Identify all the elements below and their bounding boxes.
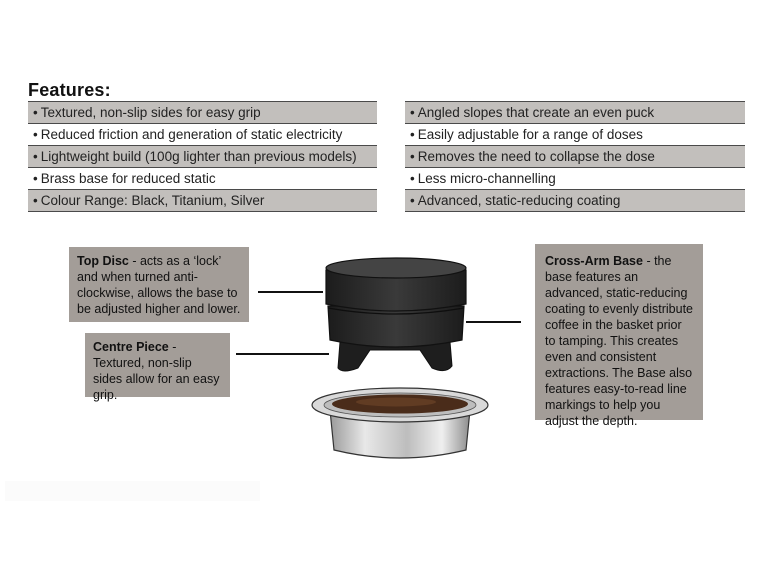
bullet: • (410, 127, 415, 142)
bullet: • (410, 193, 415, 208)
feature-row: •Brass base for reduced static (28, 168, 377, 190)
feature-text: Lightweight build (100g lighter than pre… (40, 149, 357, 164)
bullet: • (33, 171, 38, 186)
faint-artifact (5, 481, 260, 501)
cross-arm-base-shape (337, 341, 453, 372)
basket-shape (329, 409, 471, 459)
feature-text: Brass base for reduced static (40, 171, 216, 186)
bullet: • (410, 149, 415, 164)
cross-arm-leader-line (466, 321, 521, 323)
callout-heading: Top Disc (77, 254, 129, 268)
distributor-illustration (311, 257, 489, 459)
features-list-left: •Textured, non-slip sides for easy grip … (28, 101, 377, 212)
feature-text: Advanced, static-reducing coating (417, 193, 621, 208)
top-disc-top (325, 257, 467, 279)
feature-text: Reduced friction and generation of stati… (40, 127, 343, 142)
centre-piece-leader-line (236, 353, 329, 355)
bullet: • (33, 193, 38, 208)
callout-text: - the base features an advanced, static-… (545, 254, 694, 428)
feature-row: •Less micro-channelling (405, 168, 745, 190)
feature-text: Colour Range: Black, Titanium, Silver (40, 193, 265, 208)
callout-text: - acts as a ‘lock’ and when turned anti-… (77, 254, 241, 316)
top-disc-leader-line (258, 291, 323, 293)
feature-row: •Reduced friction and generation of stat… (28, 124, 377, 146)
feature-text: Easily adjustable for a range of doses (417, 127, 643, 142)
centre-piece-shape (327, 305, 465, 348)
bullet: • (33, 149, 38, 164)
feature-text: Removes the need to collapse the dose (417, 149, 655, 164)
bullet: • (410, 105, 415, 120)
feature-text: Angled slopes that create an even puck (417, 105, 655, 120)
feature-row: •Colour Range: Black, Titanium, Silver (28, 189, 377, 212)
top-disc-callout: Top Disc - acts as a ‘lock’ and when tur… (69, 247, 249, 322)
callout-heading: Centre Piece (93, 340, 169, 354)
features-list-right: •Angled slopes that create an even puck … (405, 101, 745, 212)
top-disc-shape (325, 269, 467, 312)
bullet: • (410, 171, 415, 186)
feature-text: Textured, non-slip sides for easy grip (40, 105, 261, 120)
centre-piece-callout: Centre Piece - Textured, non-slip sides … (85, 333, 230, 402)
feature-row: •Advanced, static-reducing coating (405, 189, 745, 212)
feature-row: •Textured, non-slip sides for easy grip (28, 102, 377, 124)
feature-row: •Easily adjustable for a range of doses (405, 124, 745, 146)
bullet: • (33, 105, 38, 120)
feature-text: Less micro-channelling (417, 171, 556, 186)
callout-heading: Cross-Arm Base (545, 254, 643, 268)
feature-row: •Lightweight build (100g lighter than pr… (28, 145, 377, 168)
feature-row: •Angled slopes that create an even puck (405, 102, 745, 124)
bullet: • (33, 127, 38, 142)
cross-arm-base-callout: Cross-Arm Base - the base features an ad… (535, 244, 703, 428)
features-title: Features: (28, 80, 111, 100)
feature-row: •Removes the need to collapse the dose (405, 145, 745, 168)
callout-text: - Textured, non-slip sides allow for an … (93, 340, 220, 402)
